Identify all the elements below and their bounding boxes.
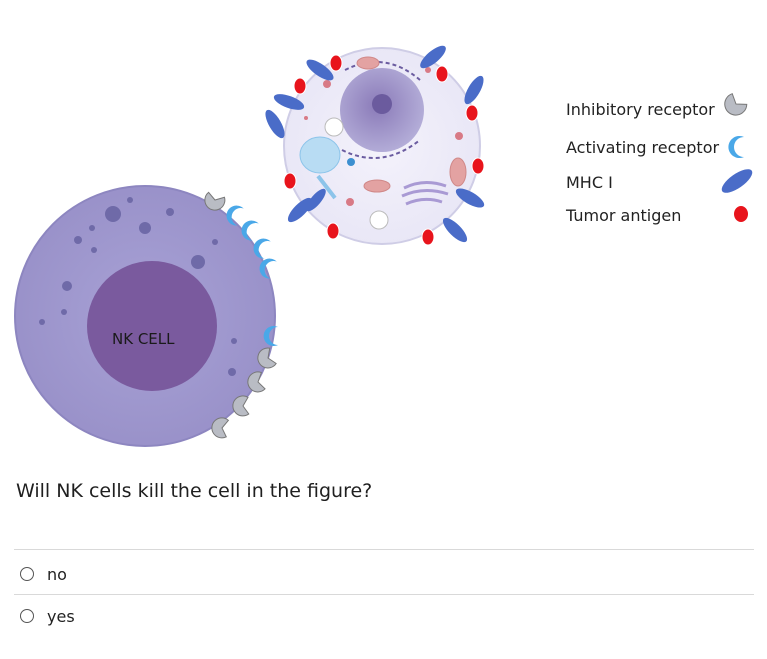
tumor-antigens [283,54,485,246]
tumor-antigen-icon [435,65,449,83]
activating-receptor-icon [241,220,259,241]
mhc-i-icon [464,75,484,105]
inhibitory-receptor-icon [724,93,748,116]
mhc-i-icon [273,94,305,110]
tumor-antigen-icon [283,172,297,190]
mhc-i-icon [265,109,285,139]
activating-receptor-icon [259,258,277,279]
activating-receptor-icon [728,136,744,158]
mhc-i-icon [287,197,313,223]
legend-label-tumor-antigen: Tumor antigen [566,206,682,225]
tumor-antigen-icon [329,54,343,72]
inhibitory-receptor-icon [232,395,250,417]
mhc-i-icon [306,59,334,81]
legend-label-mhc-i: MHC I [566,173,613,192]
divider [14,594,754,595]
tumor-antigen-icon [465,104,479,122]
tumor-antigen-icon [471,157,485,175]
tumor-antigen-icon [421,228,435,246]
legend-label-activating-receptor: Activating receptor [566,138,720,157]
mhc-i-icon [721,169,753,193]
mhc-i-icon [455,188,485,208]
inhibitory-receptor-icon [211,417,230,439]
inhibitory-receptor-icon [204,191,226,211]
tumor-cell [283,47,481,245]
activating-receptor-icon [263,326,278,346]
activating-receptor-icon [226,205,244,226]
nk-cell-label: NK CELL [112,330,175,348]
nk-receptors [204,191,278,439]
divider [14,549,754,550]
answer-label-no: no [47,564,67,584]
tumor-antigen-icon [326,222,340,240]
answer-label-yes: yes [47,606,75,626]
nk-cell-figure [14,45,753,447]
tumor-antigen-icon [734,206,748,222]
radio-button-yes[interactable] [20,609,34,623]
activating-receptor-icon [253,238,271,259]
answer-option-no[interactable]: no [20,562,67,586]
mhc-i-icon [420,45,446,69]
tumor-antigen-icon [293,77,307,95]
mhc-i-icon [442,217,468,243]
mhc-i-icon [306,188,326,212]
nk-nucleus [87,261,217,391]
inhibitory-receptor-icon [257,347,277,369]
tumor-mhc-i [265,45,485,243]
radio-button-no[interactable] [20,567,34,581]
inhibitory-receptor-icon [247,371,266,393]
question-text: Will NK cells kill the cell in the figur… [16,480,373,502]
answer-option-yes[interactable]: yes [20,604,75,628]
legend-label-inhibitory-receptor: Inhibitory receptor [566,100,715,119]
nk-cell [14,185,276,447]
legend-icons [721,93,753,222]
